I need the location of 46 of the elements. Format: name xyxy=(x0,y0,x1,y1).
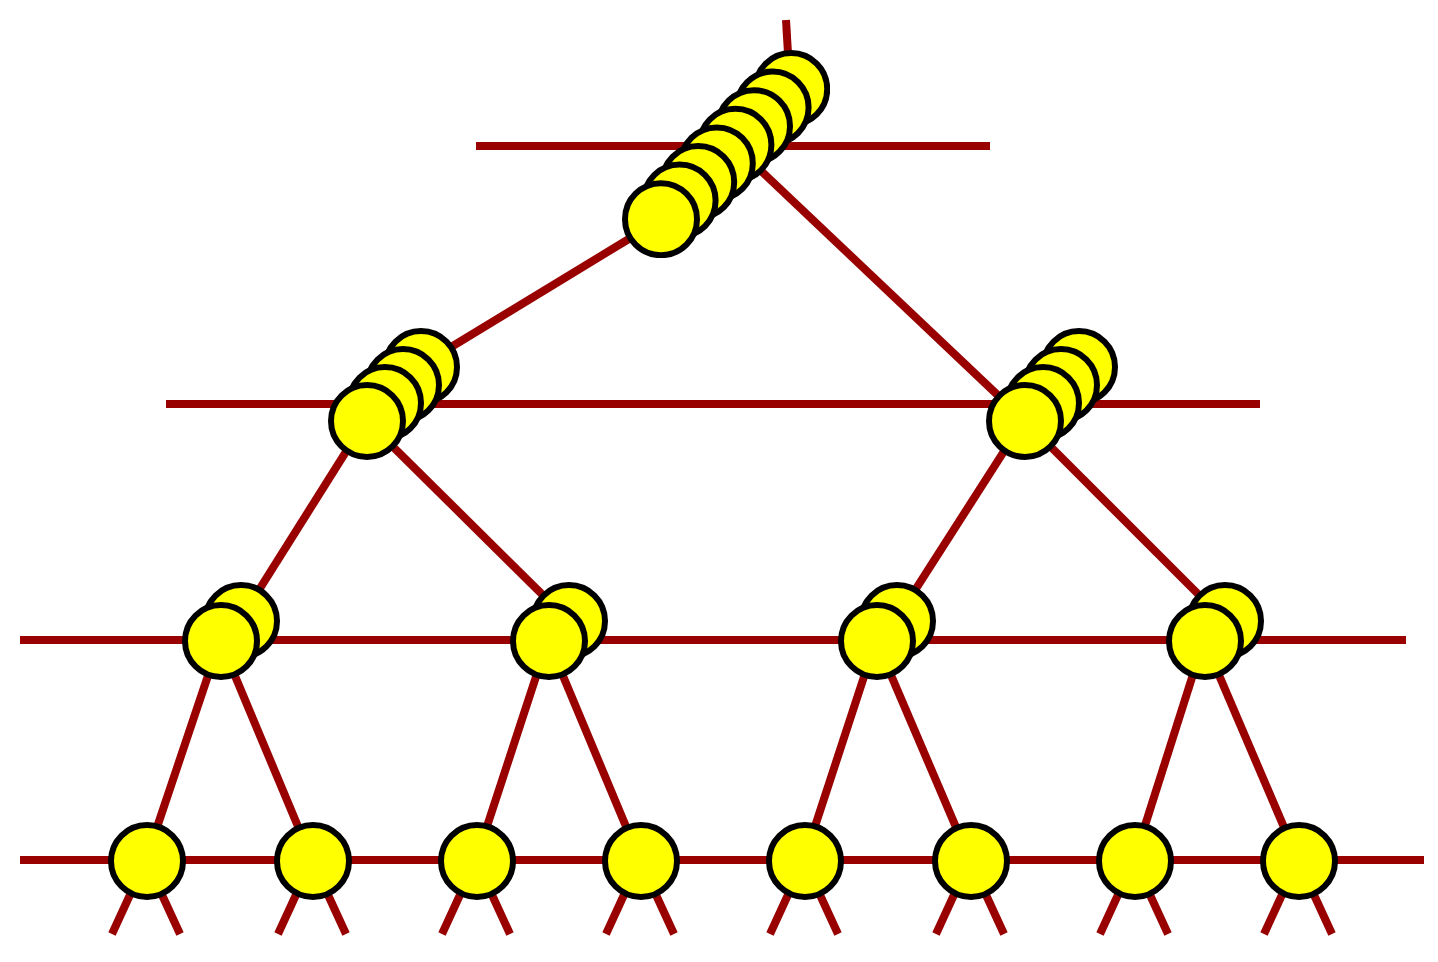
connector-line xyxy=(153,672,213,828)
circle-stack-drawing xyxy=(509,581,607,679)
connector-line xyxy=(1145,891,1172,936)
circle-node xyxy=(107,821,185,899)
circle-node xyxy=(765,821,843,899)
connector-line xyxy=(651,891,678,936)
circle-stack-drawing xyxy=(1165,581,1263,679)
connector-line xyxy=(438,891,465,936)
connector-line xyxy=(274,891,301,936)
connector-line xyxy=(981,891,1008,936)
connector-line xyxy=(487,891,514,936)
connector-line xyxy=(757,167,1001,399)
circle-stack-drawing xyxy=(181,581,279,679)
connector-line xyxy=(230,671,302,829)
connector-line xyxy=(157,891,184,936)
connector-line xyxy=(388,442,546,598)
circle-node xyxy=(1095,821,1173,899)
connector-line xyxy=(811,672,869,828)
circle-stack-drawing xyxy=(327,327,459,459)
circle-stack-drawing xyxy=(837,581,935,679)
circle-node xyxy=(273,821,351,899)
connector-line xyxy=(912,448,1008,592)
connector-line xyxy=(108,891,135,936)
connector-line xyxy=(766,891,793,936)
connector-line xyxy=(932,891,959,936)
connector-line xyxy=(1141,673,1197,827)
circle-stack-drawing xyxy=(985,327,1117,459)
circle-node xyxy=(1259,821,1337,899)
circle-node xyxy=(601,821,679,899)
circle-node xyxy=(931,821,1009,899)
connector-line xyxy=(1260,891,1287,936)
connector-line xyxy=(1046,442,1202,598)
connector-line xyxy=(255,448,351,592)
connector-line xyxy=(1214,671,1288,829)
connector-line xyxy=(602,891,629,936)
connector-line xyxy=(815,891,842,936)
connector-line xyxy=(782,19,793,55)
connector-line xyxy=(1309,891,1336,936)
connector-line xyxy=(886,671,960,829)
circle-node xyxy=(437,821,515,899)
circle-stack-drawing xyxy=(621,50,830,259)
connector-line xyxy=(483,672,541,828)
connector-line xyxy=(558,671,630,829)
connector-line xyxy=(323,891,350,936)
connector-line xyxy=(1096,891,1123,936)
connector-line xyxy=(448,235,632,351)
